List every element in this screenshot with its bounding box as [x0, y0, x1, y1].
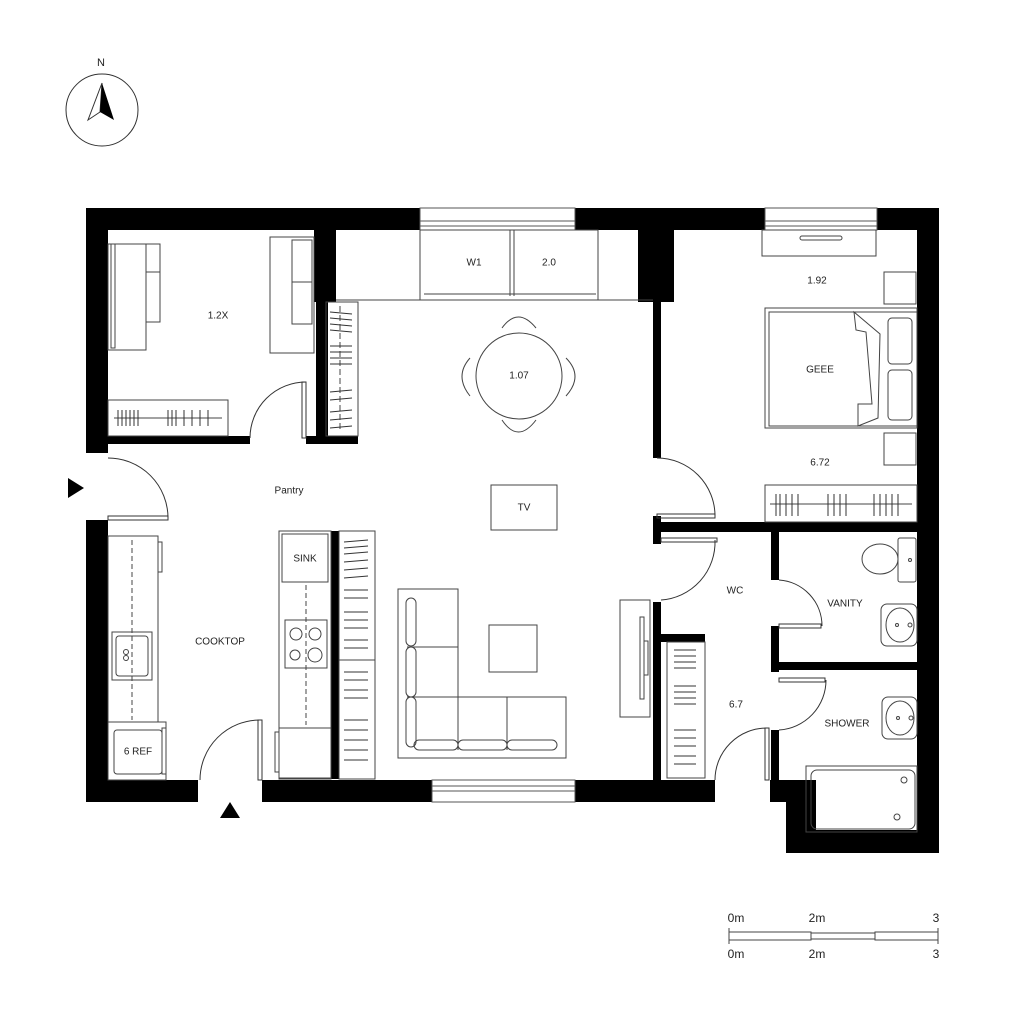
- bedroom-2-furniture: [107, 236, 315, 437]
- scale-bar: [728, 928, 939, 944]
- exterior-walls: [86, 208, 939, 853]
- scale-label-bottom-2: 2m: [808, 947, 826, 961]
- scale-label-top-2: 2m: [808, 911, 826, 925]
- room-label-bedroom-1-bottom: 6.72: [810, 457, 830, 469]
- bathroom-fixtures: [805, 537, 918, 833]
- interior-walls: [106, 228, 919, 782]
- closet-hangers: [325, 301, 359, 437]
- kitchen-counters: [107, 530, 332, 781]
- window-label-size: 2.0: [542, 257, 556, 269]
- sink-label: SINK: [293, 553, 317, 565]
- room-label-pantry: Pantry: [274, 485, 304, 497]
- scale-label-bottom-3: 3: [932, 947, 940, 961]
- room-label-vanity: VANITY: [827, 598, 863, 610]
- refrigerator-label: 6 REF: [123, 746, 153, 758]
- cooktop-label: COOKTOP: [195, 636, 245, 648]
- bed-label: GEEE: [806, 364, 834, 376]
- living-room-furniture: [397, 484, 651, 759]
- windows: [419, 207, 878, 803]
- dining-table: [461, 316, 576, 433]
- bedroom-1-furniture: [761, 229, 918, 523]
- compass-north-label: N: [97, 57, 105, 69]
- scale-label-top-3: 3: [932, 911, 940, 925]
- room-label-bedroom-1-top: 1.92: [807, 275, 827, 287]
- scale-label-bottom-0: 0m: [727, 947, 745, 961]
- scale-label-top-0: 0m: [727, 911, 745, 925]
- glass-panel: [336, 229, 653, 301]
- room-label-hall: 6.7: [729, 699, 743, 711]
- entrance-marker-left-icon: [68, 478, 84, 498]
- dining-table-label: 1.07: [509, 370, 529, 382]
- room-label-wc: WC: [726, 585, 744, 597]
- room-label-bedroom-2: 1.2X: [207, 310, 229, 322]
- pantry-closet: [338, 530, 376, 780]
- tv-label: TV: [517, 502, 531, 514]
- window-label-w1: W1: [466, 257, 482, 269]
- north-arrow-icon: [65, 73, 139, 147]
- room-label-shower: SHOWER: [824, 718, 870, 730]
- entrance-marker-bottom-icon: [220, 802, 240, 818]
- doors: [107, 381, 827, 781]
- hall-closet: [666, 641, 706, 779]
